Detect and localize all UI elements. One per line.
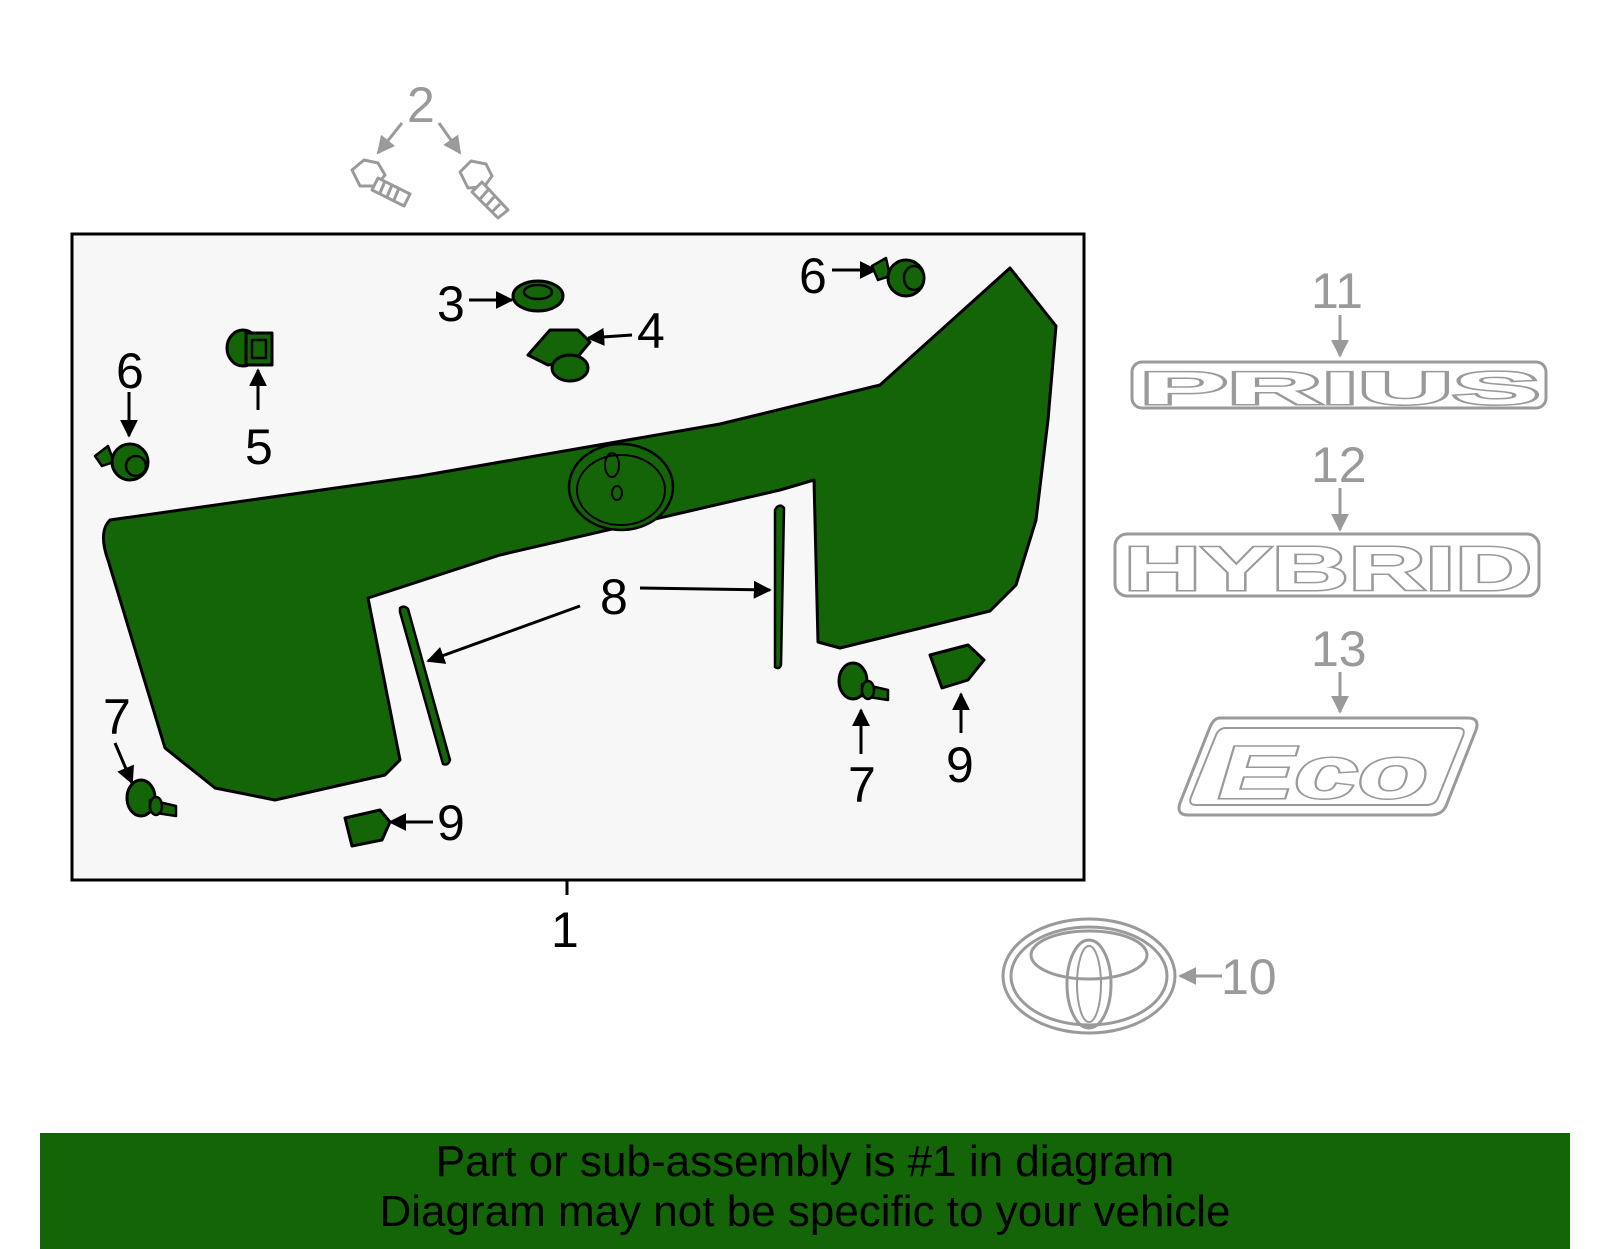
callout-9-right: 9 xyxy=(946,737,974,793)
callout-9-left: 9 xyxy=(437,795,465,851)
svg-text:Eco: Eco xyxy=(1218,731,1428,814)
toyota-logo-icon xyxy=(1001,917,1177,1035)
banner-line-1: Part or sub-assembly is #1 in diagram xyxy=(435,1137,1175,1186)
callout-13: 13 xyxy=(1311,621,1367,677)
garnish-panel xyxy=(102,266,1058,802)
callout-7-right: 7 xyxy=(848,757,876,813)
callout-12: 12 xyxy=(1311,437,1367,493)
emblem-recess xyxy=(567,442,675,532)
push-clip-icon xyxy=(125,778,178,818)
pad-icon xyxy=(343,808,392,848)
callout-11: 11 xyxy=(1311,263,1363,319)
svg-text:PRIUS: PRIUS xyxy=(1140,362,1540,414)
hybrid-emblem: HYBRID xyxy=(1113,532,1541,606)
grommet-icon xyxy=(511,279,565,313)
callout-5: 5 xyxy=(245,419,273,475)
eco-emblem: Eco xyxy=(1177,716,1479,817)
callout-6-right: 6 xyxy=(799,248,827,304)
screw-icon xyxy=(350,158,412,208)
svg-text:HYBRID: HYBRID xyxy=(1124,535,1532,604)
callout-2: 2 xyxy=(407,77,435,133)
callout-3: 3 xyxy=(437,276,465,332)
callout-6-left: 6 xyxy=(116,343,144,399)
seal-strip-icon xyxy=(398,504,786,766)
callout-1: 1 xyxy=(551,902,579,958)
callout-10: 10 xyxy=(1221,949,1277,1005)
pad-icon xyxy=(928,643,986,690)
nut-icon xyxy=(526,328,592,383)
push-clip-icon xyxy=(837,661,890,702)
info-banner: Part or sub-assembly is #1 in diagram Di… xyxy=(40,1133,1570,1249)
banner-line-2: Diagram may not be specific to your vehi… xyxy=(379,1187,1231,1236)
callout-8: 8 xyxy=(600,569,628,625)
callout-7-left: 7 xyxy=(103,689,131,745)
screw-icon xyxy=(458,159,510,220)
retainer-icon xyxy=(225,328,274,368)
prius-emblem: PRIUS xyxy=(1130,360,1548,416)
clip-icon xyxy=(93,442,150,482)
callout-4: 4 xyxy=(637,303,665,359)
clip-icon xyxy=(870,256,926,298)
